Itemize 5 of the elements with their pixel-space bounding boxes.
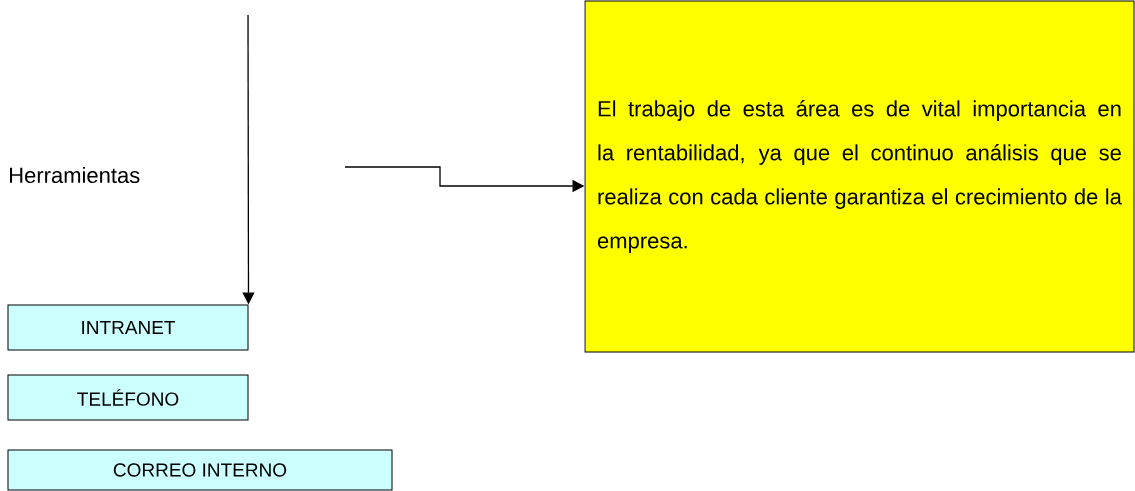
tool-box: INTRANET xyxy=(7,304,249,351)
text-box: El trabajo de esta área es de vital importancia en la rentabilidad, ya que el continuo análisis que se realiza con cada cliente garantiza el crecimiento de la empresa. xyxy=(584,0,1135,353)
tool-box: TELÉFONO xyxy=(7,374,249,421)
tool-box: CORREO INTERNO xyxy=(7,449,393,491)
label-text: Herramientas xyxy=(10,166,140,184)
